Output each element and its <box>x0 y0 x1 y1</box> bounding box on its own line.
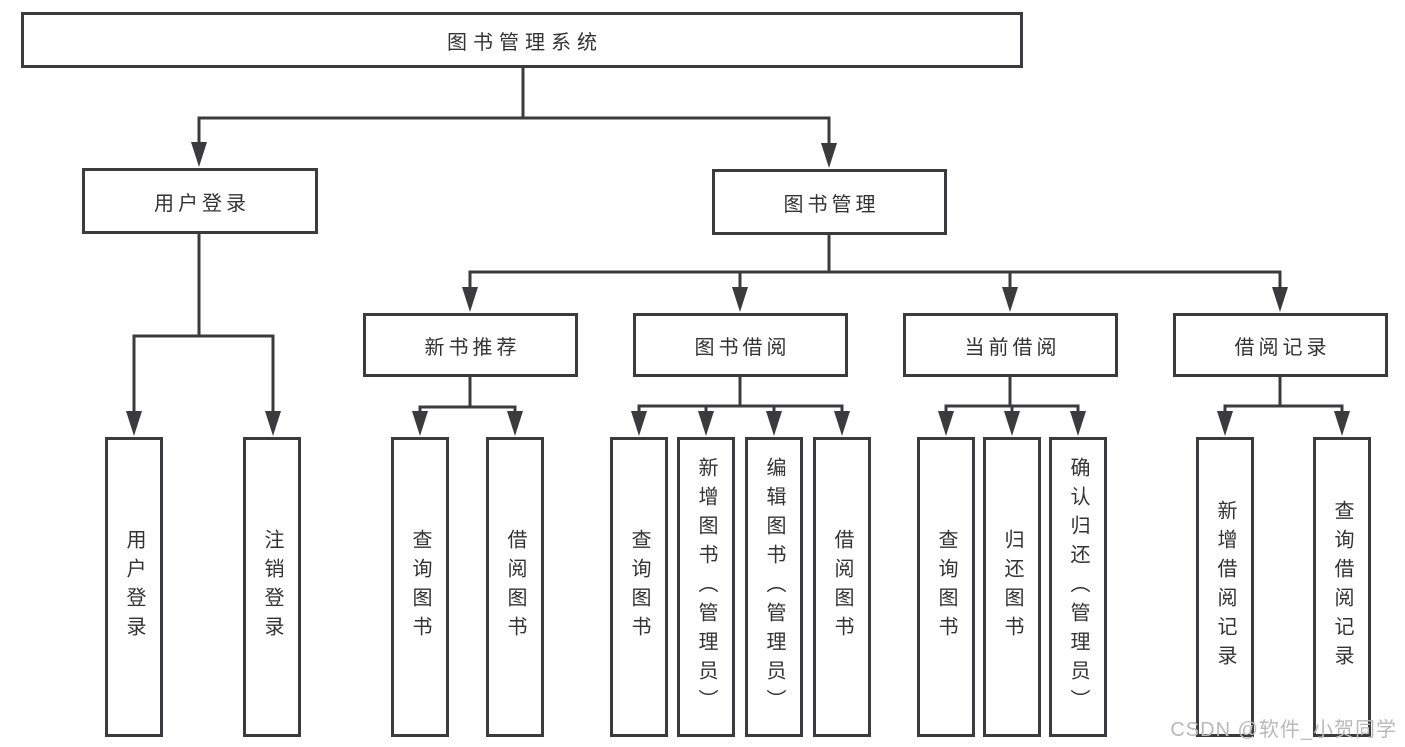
node-root: 图书管理系统 <box>21 12 1023 68</box>
leaf-records-add-record-label: 新增借阅记录 <box>1214 500 1236 674</box>
node-user-login: 用户登录 <box>82 168 318 234</box>
leaf-current-return-books-label: 归还图书 <box>1001 529 1023 645</box>
leaf-logout-label: 注销登录 <box>261 529 283 645</box>
leaf-recommend-borrow-books-label: 借阅图书 <box>504 529 526 645</box>
leaf-borrowing-borrow-books-label: 借阅图书 <box>831 529 853 645</box>
leaf-current-query-books: 查询图书 <box>917 437 975 737</box>
node-current-borrowing: 当前借阅 <box>903 313 1118 377</box>
leaf-borrowing-add-books-admin: 新增图书（管理员） <box>677 437 735 737</box>
leaf-recommend-query-books-label: 查询图书 <box>409 529 431 645</box>
leaf-user-login-label: 用户登录 <box>123 529 145 645</box>
leaf-current-query-books-label: 查询图书 <box>935 529 957 645</box>
leaf-records-query-record-label: 查询借阅记录 <box>1331 500 1353 674</box>
node-borrowing-records: 借阅记录 <box>1173 313 1388 377</box>
leaf-current-confirm-return-admin: 确认归还（管理员） <box>1049 437 1107 737</box>
leaf-borrowing-query-books-label: 查询图书 <box>628 529 650 645</box>
leaf-borrowing-edit-books-admin-label: 编辑图书（管理员） <box>763 456 785 718</box>
leaf-recommend-borrow-books: 借阅图书 <box>486 437 544 737</box>
leaf-borrowing-query-books: 查询图书 <box>610 437 668 737</box>
leaf-records-add-record: 新增借阅记录 <box>1196 437 1254 737</box>
node-book-borrowing: 图书借阅 <box>633 313 848 377</box>
node-new-book-recommendation: 新书推荐 <box>363 313 578 377</box>
leaf-logout: 注销登录 <box>243 437 301 737</box>
leaf-borrowing-borrow-books: 借阅图书 <box>813 437 871 737</box>
leaf-recommend-query-books: 查询图书 <box>391 437 449 737</box>
watermark-csdn: CSDN @软件_小贺同学 <box>1170 719 1397 741</box>
leaf-current-return-books: 归还图书 <box>983 437 1041 737</box>
leaf-current-confirm-return-admin-label: 确认归还（管理员） <box>1067 456 1089 718</box>
leaf-user-login: 用户登录 <box>105 437 163 737</box>
node-book-management: 图书管理 <box>712 169 947 235</box>
leaf-borrowing-add-books-admin-label: 新增图书（管理员） <box>695 456 717 718</box>
leaf-records-query-record: 查询借阅记录 <box>1313 437 1371 737</box>
leaf-borrowing-edit-books-admin: 编辑图书（管理员） <box>745 437 803 737</box>
